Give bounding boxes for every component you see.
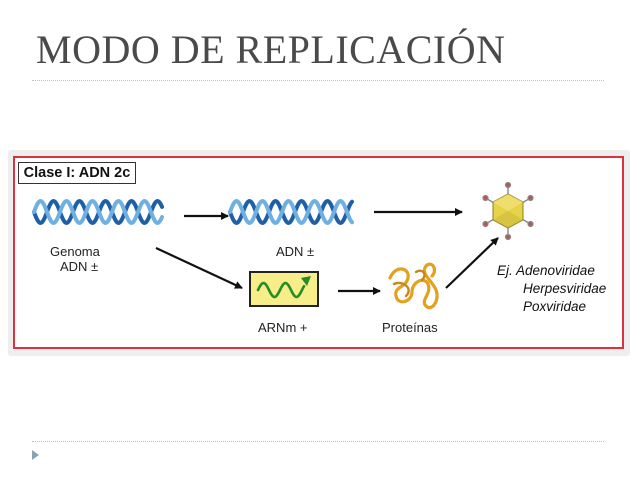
- genome-label: Genoma ADN ±: [50, 244, 100, 274]
- dna-label: ADN ±: [276, 244, 315, 259]
- example-adenoviridae: Ej. Adenoviridae: [497, 262, 606, 280]
- dna-helix: [228, 199, 354, 225]
- example-poxviridae: Poxviridae: [523, 299, 587, 314]
- examples-list: Ej. Adenoviridae Herpesviridae Poxvirida…: [497, 262, 606, 316]
- class-label: Clase I: ADN 2c: [18, 162, 136, 184]
- protein-label: Proteínas: [382, 320, 438, 335]
- genome-label-line2: ADN ±: [60, 259, 99, 274]
- replication-figure: Clase I: ADN 2c: [8, 150, 630, 356]
- virion-spike-tip: [482, 194, 489, 202]
- footer-divider: [32, 441, 604, 442]
- virion-spike-tip: [527, 220, 534, 228]
- example-herpesviridae: Herpesviridae: [523, 281, 607, 296]
- genome-label-line1: Genoma: [50, 244, 100, 259]
- slide-title: MODO DE REPLICACIÓN: [36, 27, 506, 72]
- arrow-genome-to-mrna: [155, 247, 243, 289]
- virion-icon: [482, 181, 534, 241]
- mrna-box: [249, 271, 319, 307]
- virion-spike-tip: [527, 194, 534, 202]
- virion-spike-tip: [504, 181, 512, 189]
- examples-prefix: Ej.: [497, 263, 513, 278]
- arrow-protein-to-virion: [445, 237, 499, 289]
- figure-frame: [13, 156, 624, 349]
- protein-icon: [388, 262, 439, 310]
- genome-dna-helix: [32, 199, 164, 225]
- flow-diagram: [32, 181, 534, 310]
- example-item-1: Adenoviridae: [516, 263, 595, 278]
- bullet-arrow-icon: [32, 450, 39, 460]
- title-divider: [32, 80, 604, 81]
- virion-spike-tip: [482, 220, 489, 228]
- mrna-label: ARNm +: [258, 320, 308, 335]
- virion-spike-tip: [504, 233, 512, 241]
